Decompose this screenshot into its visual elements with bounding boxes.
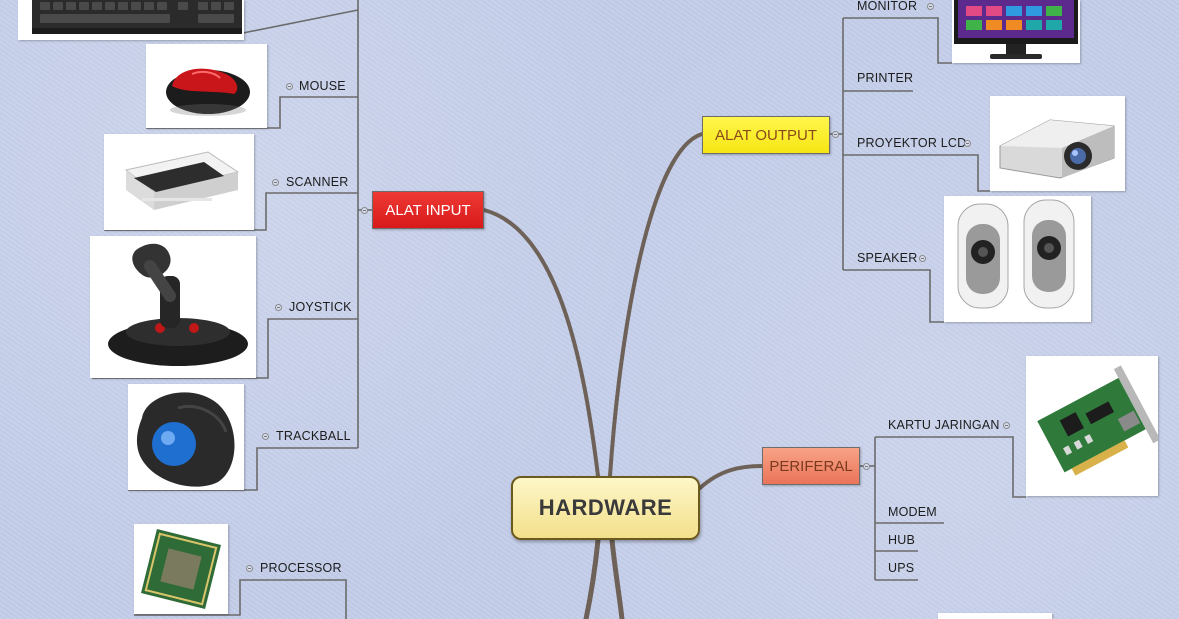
collapse-toggle-icon[interactable] — [272, 179, 279, 186]
speaker-image — [944, 196, 1091, 322]
topic-trackball[interactable]: TRACKBALL — [276, 429, 351, 443]
collapse-toggle-icon[interactable] — [964, 140, 971, 147]
collapse-toggle-icon[interactable] — [863, 463, 870, 470]
collapse-toggle-icon[interactable] — [832, 131, 839, 138]
topic-speaker[interactable]: SPEAKER — [857, 251, 918, 265]
topic-printer[interactable]: PRINTER — [857, 71, 914, 85]
collapse-toggle-icon[interactable] — [262, 433, 269, 440]
topic-monitor[interactable]: MONITOR — [857, 0, 918, 13]
branch-alat-output[interactable]: ALAT OUTPUT — [702, 116, 830, 154]
topic-kartu-jaringan[interactable]: KARTU JARINGAN — [888, 418, 1000, 432]
topic-hub[interactable]: HUB — [888, 533, 915, 547]
collapse-toggle-icon[interactable] — [927, 3, 934, 10]
topic-processor[interactable]: PROCESSOR — [260, 561, 342, 575]
network-card-image — [1026, 356, 1158, 496]
collapse-toggle-icon[interactable] — [275, 304, 282, 311]
topic-mouse[interactable]: MOUSE — [299, 79, 346, 93]
topic-scanner[interactable]: SCANNER — [286, 175, 349, 189]
joystick-image — [90, 236, 256, 378]
monitor-image — [952, 0, 1080, 63]
branch-alat-input[interactable]: ALAT INPUT — [372, 191, 484, 229]
topic-joystick[interactable]: JOYSTICK — [289, 300, 352, 314]
central-topic[interactable]: HARDWARE — [511, 476, 700, 540]
collapse-toggle-icon[interactable] — [1003, 422, 1010, 429]
mouse-image — [146, 44, 267, 128]
collapse-toggle-icon[interactable] — [361, 207, 368, 214]
keyboard-image — [18, 0, 244, 40]
topic-modem[interactable]: MODEM — [888, 505, 937, 519]
collapse-toggle-icon[interactable] — [286, 83, 293, 90]
partial-image — [938, 613, 1052, 619]
trackball-image — [128, 384, 244, 490]
scanner-image — [104, 134, 254, 230]
processor-image — [134, 524, 228, 614]
collapse-toggle-icon[interactable] — [246, 565, 253, 572]
projector-image — [990, 96, 1125, 191]
topic-ups[interactable]: UPS — [888, 561, 915, 575]
collapse-toggle-icon[interactable] — [919, 255, 926, 262]
branch-periferal[interactable]: PERIFERAL — [762, 447, 860, 485]
topic-proyektor-lcd[interactable]: PROYEKTOR LCD — [857, 136, 967, 150]
